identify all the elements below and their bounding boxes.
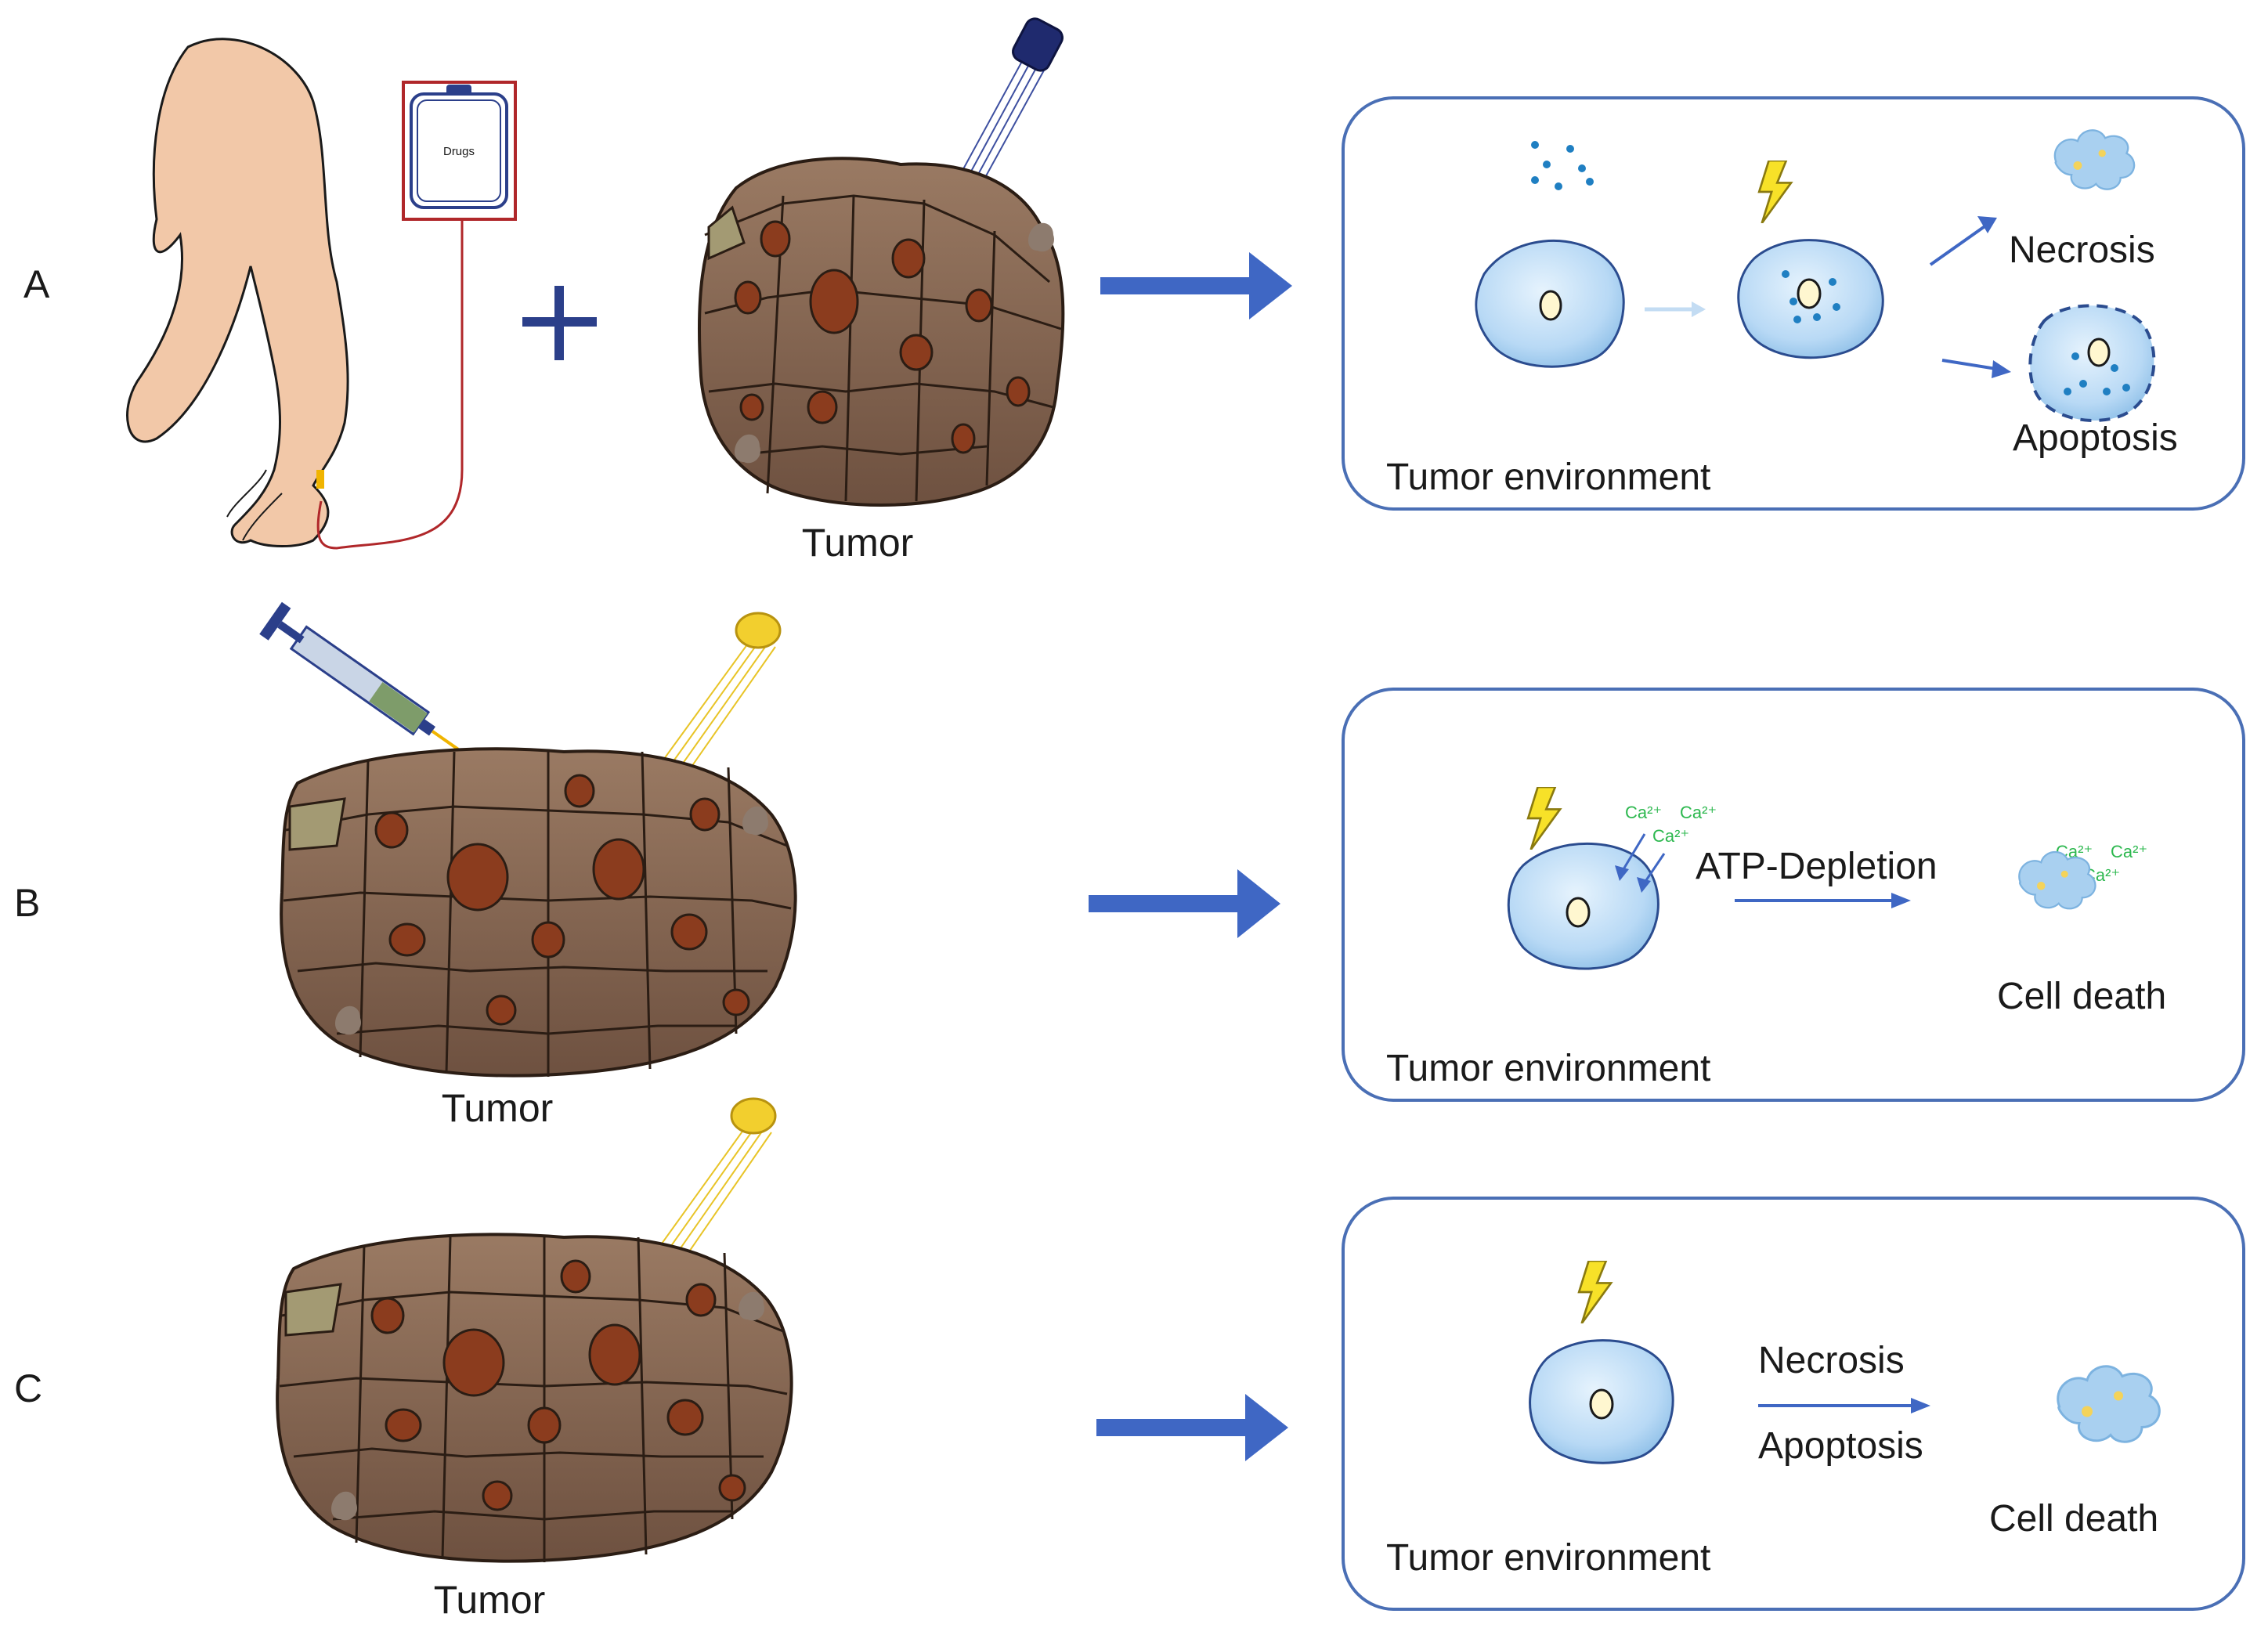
drug-bag: Drugs	[402, 81, 517, 221]
environment-box-c	[1342, 1197, 2245, 1611]
iv-line	[316, 219, 464, 550]
environment-box-b	[1342, 688, 2245, 1102]
calcium-ion-1: Ca²⁺	[1625, 803, 1662, 822]
env-a-label: Tumor environment	[1386, 457, 1710, 498]
drug-particles	[1531, 141, 1594, 190]
panel-b-letter: B	[14, 881, 40, 925]
plus-icon	[522, 286, 597, 360]
arrow-c	[1096, 1394, 1288, 1461]
tumor-b-label: Tumor	[442, 1086, 554, 1130]
arrow-a	[1100, 252, 1292, 319]
necrosis-c-label: Necrosis	[1758, 1340, 1905, 1381]
laser-probe-a	[959, 17, 1064, 182]
necrosis-label: Necrosis	[2009, 229, 2155, 271]
env-c-label: Tumor environment	[1386, 1537, 1710, 1579]
arrow-b	[1089, 869, 1280, 938]
arm-illustration	[126, 38, 349, 547]
env-b-label: Tumor environment	[1386, 1048, 1710, 1089]
atp-depletion-label: ATP-Depletion	[1696, 846, 1938, 887]
calcium-ion-5: Ca²⁺	[2111, 842, 2147, 861]
laser-probe-c	[657, 1097, 777, 1257]
tumor-b	[280, 747, 797, 1078]
cell-a1-nucleus	[1539, 290, 1562, 321]
cell-death-c-label: Cell death	[1989, 1498, 2158, 1540]
cell-death-b-label: Cell death	[1997, 976, 2166, 1017]
drug-bag-label: Drugs	[443, 145, 475, 158]
arrow-to-necrosis	[1929, 222, 1991, 266]
syringe	[259, 601, 459, 751]
apoptosis-c-label: Apoptosis	[1758, 1425, 1923, 1467]
tumor-a-label: Tumor	[802, 521, 914, 565]
laser-probe-b	[657, 612, 782, 775]
tumor-c	[276, 1233, 793, 1563]
calcium-ion-3: Ca²⁺	[1652, 826, 1689, 846]
cell-a2-nucleus	[1797, 278, 1822, 309]
calcium-ion-2: Ca²⁺	[1680, 803, 1717, 822]
iv-needle	[316, 470, 324, 489]
tumor-c-label: Tumor	[434, 1578, 546, 1622]
panel-a-letter: A	[23, 262, 50, 306]
tumor-a	[697, 157, 1065, 507]
apoptosis-label: Apoptosis	[2013, 417, 2178, 459]
panel-c-letter: C	[14, 1366, 42, 1410]
arrow-to-apoptosis	[1941, 359, 2002, 371]
